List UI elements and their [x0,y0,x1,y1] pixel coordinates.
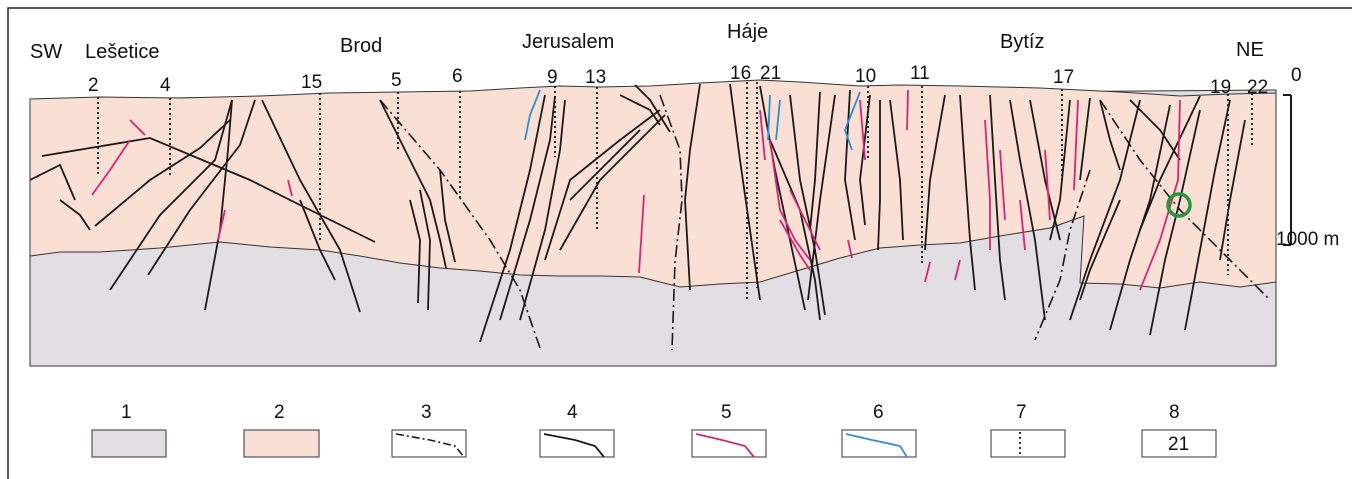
scale-top-label: 0 [1291,65,1302,86]
shaft-number: 15 [301,72,322,93]
shaft-number: 11 [910,63,930,84]
legend-swatch-fault [540,430,614,457]
shaft-number: 22 [1247,77,1268,98]
legend-item-label: 8 [1169,402,1180,423]
shaft-number: 5 [391,70,402,91]
shaft-number: 17 [1053,67,1074,88]
legend-item-label: 2 [274,402,285,423]
shaft-number: 19 [1210,77,1231,98]
label-ne: NE [1236,39,1264,61]
shaft-number: 9 [547,67,558,88]
label-jerusalem: Jerusalem [522,31,614,53]
label-brod: Brod [340,35,382,57]
legend-swatch-shaft [991,430,1065,457]
label-sw: SW [30,41,62,63]
legend-item-label: 3 [421,402,432,423]
shaft-number: 4 [160,75,171,96]
label-haje: Háje [727,21,768,43]
legend-swatch-unit-1 [92,430,166,457]
legend-item-label: 5 [721,402,732,423]
label-lesetice: Lešetice [85,41,160,63]
depth-scale-bar [1283,95,1291,245]
shaft-number: 16 [730,63,751,84]
legend-swatch-unit-2 [244,430,319,457]
shaft-number: 21 [760,63,781,84]
legend-item-label: 7 [1016,402,1027,423]
shaft-number: 13 [585,67,606,88]
legend-item-label: 1 [121,402,132,423]
legend-item-label: 6 [873,402,884,423]
legend-item-label: 4 [567,402,578,423]
scale-bottom-label: 1000 m [1276,229,1339,250]
legend: 1 2 3 4 5 6 7 8 21 [92,402,1216,457]
legend-swatch-dash-dot-fault [392,430,466,457]
label-bytiz: Bytíz [1000,31,1044,53]
shaft-number: 6 [452,66,463,87]
shaft-number: 2 [88,75,99,96]
legend-sample-number: 21 [1168,434,1189,455]
shaft-number: 10 [855,66,876,87]
legend-swatch-magenta-vein [692,430,766,457]
